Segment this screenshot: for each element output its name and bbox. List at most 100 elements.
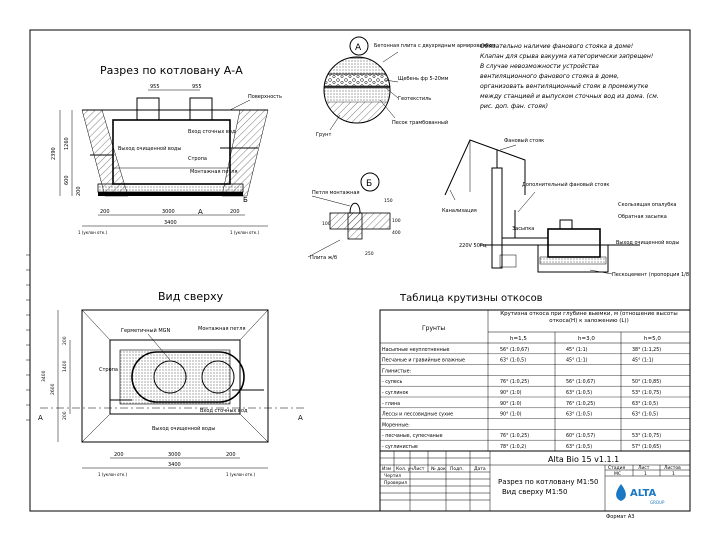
dim-bottom-0: 200 — [100, 209, 110, 215]
plan-hatch-right — [201, 360, 235, 394]
table-cell: 90° (1:0) — [500, 412, 522, 418]
dim-left-1: 1260 — [64, 137, 70, 150]
plan-dim-left-2: 2600 — [50, 383, 56, 395]
table-cell: 50° (1:0,85) — [632, 379, 661, 385]
label-sandcement: Пескоцемент (пропорция 1/8) — [612, 272, 691, 278]
cut-b-mark: Б — [243, 196, 248, 204]
label-node-b-loop: Петля монтажная — [312, 190, 359, 196]
alta-logo-text: ALTA — [630, 488, 657, 499]
label-outlet: Выход очищенной воды — [118, 145, 181, 152]
table-row-name: - суглинистые — [382, 445, 418, 450]
dim-node-b-4: 400 — [392, 230, 401, 236]
plan-cut-a-right: А — [298, 414, 303, 422]
label-plan-cover: Герметичный МGN — [121, 327, 171, 334]
plan-dim-bottom-2: 200 — [226, 452, 236, 458]
table-row-name: Лессы и лессовидные сухие — [382, 412, 453, 418]
table-header-group: Крутизна откоса при глубине выемки, м (о… — [500, 311, 678, 324]
section-neck-left — [136, 97, 160, 121]
plan-dim-left-4: 3400 — [41, 370, 47, 382]
tb-header-3: № док — [431, 466, 446, 472]
dim-node-b-2: 250 — [365, 251, 374, 257]
plan-dim-bottom-1: 3000 — [168, 452, 181, 458]
plan-cut-a-left: А — [38, 414, 43, 422]
label-node-b-slab: Плита ж/б — [310, 255, 337, 261]
label-backfill: Обратная засыпка — [618, 214, 667, 220]
table-cell: 60° (1:0,57) — [566, 433, 595, 439]
label-fan-riser: Фановый стояк — [504, 137, 544, 144]
plan-slope-mark-0: 1 (уклон отк.) — [98, 472, 128, 477]
alta-logo-sub: GROUP — [650, 500, 665, 505]
dim-node-b-3: 100 — [392, 218, 401, 224]
plan-dim-left-1: 1400 — [62, 360, 68, 372]
dim-node-b-0: 150 — [384, 198, 393, 204]
plan-view: Вид сверху А А Герметичный МGN Монтажная… — [38, 290, 306, 477]
note-line-5: между станцией и выпуском сточных вод из… — [480, 93, 659, 100]
label-plan-loop: Монтажная петля — [198, 326, 246, 332]
tb-project: Alta Bio 15 v1.1.1 — [548, 455, 619, 464]
left-margin-ticks — [26, 254, 30, 421]
table-cell: 45° (1:1) — [566, 358, 588, 364]
tb-role-1: Проверил — [384, 480, 407, 486]
table-depth-0: h=1,5 — [510, 336, 527, 342]
table-cell: 76° (1:0,25) — [566, 401, 595, 407]
table-cell: 63° (1:0,5) — [566, 412, 592, 418]
label-node-a-slab: Бетонная плита с двухрядным армированием — [374, 43, 496, 49]
note-line-2: В случае невозможности устройства — [480, 63, 599, 70]
table-depth-1: h=3,0 — [578, 336, 595, 342]
label-node-a-geotextile: Геотекстиль — [398, 96, 431, 102]
table-cell: 63° (1:0,5) — [632, 412, 658, 418]
slope-table-title: Таблица крутизны откосов — [399, 293, 543, 304]
tb-header-4: Подп. — [450, 466, 464, 472]
table-row-name: Насыпные неуплотненные — [382, 347, 450, 353]
table-header-soil: Грунты — [422, 325, 445, 332]
plan-slope-mark-1: 1 (уклон отк.) — [226, 472, 256, 477]
label-inlet: Вход сточных вод — [188, 129, 236, 135]
label-sewer: Канализация — [442, 208, 477, 214]
dim-left-2: 600 — [64, 175, 70, 185]
table-cell: 76° (1:0,25) — [500, 433, 529, 439]
table-cell: 56° (1:0,67) — [500, 347, 529, 353]
label-node-a-soil: Грунт — [316, 132, 331, 138]
table-row-name: Песчаные и гравийные влажные — [382, 357, 465, 364]
tb-header-1: Кол. уч — [396, 466, 413, 472]
dim-top-left: 955 — [150, 84, 160, 90]
node-b-letter: Б — [366, 179, 372, 189]
dim-top-right: 955 — [192, 84, 202, 90]
tb-stage-h0: Стадия — [608, 465, 626, 471]
note-line-4: организовать вентиляционный стояк в пром… — [480, 83, 648, 90]
tb-role-0: Чертил — [384, 473, 401, 479]
table-cell: 57° (1:0,65) — [632, 444, 661, 450]
table-row-name: Моренные: — [382, 422, 410, 428]
table-rows: Насыпные неуплотненные 56° (1:0,67) 45° (1… — [380, 347, 690, 452]
slope-mark-1: 1 (уклон отк.) — [230, 230, 260, 235]
label-plan-sling: Стропа — [99, 367, 118, 373]
table-depth-2: h=5,0 — [644, 336, 661, 342]
plan-dim-left-3: 200 — [62, 411, 68, 420]
table-cell: 63° (1:0,5) — [632, 401, 658, 407]
label-surface: Поверхность — [248, 94, 282, 100]
house-scheme: Фановый стояк Дополнительный фановый сто… — [442, 137, 691, 278]
house-tank — [547, 228, 601, 258]
dim-node-b-1: 100 — [322, 221, 331, 227]
table-cell: 76° (1:0,25) — [500, 379, 529, 385]
section-slab — [97, 183, 244, 193]
node-a-detail: А Бетонная плита с двухрядным армировани… — [316, 36, 496, 138]
label-plan-inlet: Вход сточных вод — [200, 408, 248, 414]
label-node-a-gravel: Щебень фр 5-20мм — [398, 76, 449, 82]
slope-table: Таблица крутизны откосов Грунты Крутизна… — [379, 293, 691, 452]
label-power: 220V 50Гц — [459, 243, 487, 249]
node-b-circle — [360, 172, 380, 192]
title-block: Изм Кол. уч Лист № док Подп. Дата Чертил… — [379, 450, 691, 520]
plan-dim-left-0: 200 — [62, 336, 68, 345]
plan-title: Вид сверху — [158, 290, 224, 303]
tb-header-0: Изм — [382, 466, 391, 472]
table-cell: 45° (1:1) — [566, 347, 588, 353]
sheet-frame — [29, 29, 691, 512]
plan-tank — [131, 351, 245, 403]
table-cell: 38° (1:1,25) — [632, 347, 661, 353]
dim-bottom-1: 3000 — [162, 209, 175, 215]
label-loop: Монтажная петля — [190, 169, 238, 175]
section-title: Разрез по котловану А-А — [100, 64, 243, 77]
tb-stage-v2: 1 — [672, 471, 675, 477]
